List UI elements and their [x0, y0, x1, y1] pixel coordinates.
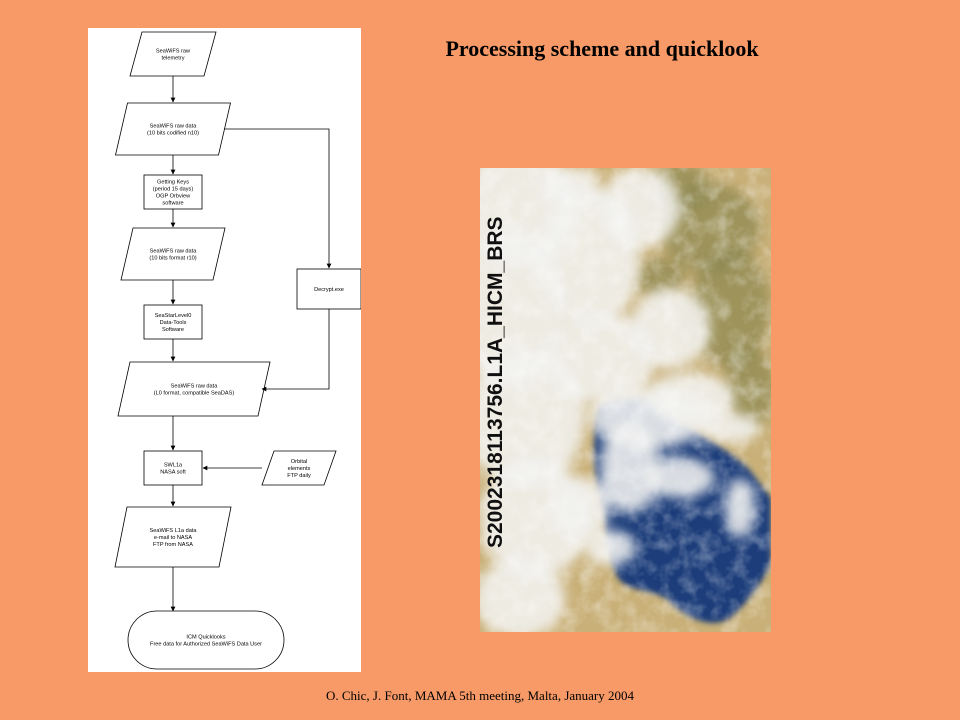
flow-node-l1a-data [114, 506, 232, 568]
flow-node-l1a-data-label: SeaWiFS L1a data [150, 528, 198, 534]
flow-node-raw-telemetry-label: SeaWiFS raw [156, 49, 191, 55]
flow-node-raw-data-r10-label: SeaWiFS raw data [150, 249, 198, 255]
flow-node-icm-quicklooks [127, 610, 285, 670]
flow-node-seastar-level0-label: SeaStarLevel0 [155, 313, 192, 319]
flow-node-raw-data-n10 [114, 102, 232, 156]
flow-node-decrypt [296, 268, 361, 310]
flow-node-getting-keys-label: software [162, 201, 183, 207]
flow-node-orbital-elements [261, 450, 337, 486]
flow-node-getting-keys-label: OGP Orbview [156, 194, 191, 200]
flow-node-seastar-level0-label: Software [162, 327, 184, 333]
flow-node-raw-data-n10-label: (10 bits codified n10) [147, 131, 199, 137]
quicklook-picture [480, 168, 771, 632]
flow-node-raw-data-l0-label: (L0 format, compatible SeaDAS) [154, 391, 235, 397]
flow-node-getting-keys [143, 174, 203, 210]
flow-node-l1a-data-label: e-mail to NASA [154, 535, 193, 541]
flow-node-icm-quicklooks-label: Free data for Authorized SeaWiFS Data Us… [150, 642, 262, 648]
flow-node-getting-keys-label: (period 15 days) [153, 187, 194, 193]
flow-node-icm-quicklooks-label: ICM Quicklooks [186, 635, 225, 641]
slide-title: Processing scheme and quicklook [445, 36, 759, 61]
flow-node-raw-data-l0-label: SeaWiFS raw data [171, 384, 219, 390]
flow-node-raw-data-l0 [117, 361, 271, 417]
flow-node-orbital-elements-label: FTP daily [287, 473, 311, 479]
flow-arrow [261, 309, 330, 392]
flow-node-swl1a-label: NASA soft [160, 470, 186, 476]
flow-node-raw-data-r10-label: (10 bits format r10) [149, 256, 196, 262]
flow-node-decrypt-label: Decrypt.exe [314, 287, 344, 293]
satellite-quicklook-image [480, 168, 771, 632]
flow-node-raw-telemetry [129, 31, 217, 77]
flow-node-seastar-level0-label: Data-Tools [160, 320, 187, 326]
quicklook-filename-label: S2002318113756.L1A_HICM_BRS [484, 216, 507, 548]
flow-node-raw-data-n10-label: SeaWiFS raw data [150, 124, 198, 130]
footer-credit: O. Chic, J. Font, MAMA 5th meeting, Malt… [325, 688, 634, 703]
flow-arrow [224, 128, 332, 269]
flow-node-getting-keys-label: Getting Keys [157, 180, 189, 186]
flow-node-l1a-data-label: FTP from NASA [153, 542, 193, 548]
flow-node-orbital-elements-label: elements [288, 466, 311, 472]
flow-node-raw-telemetry-label: telemetry [161, 56, 184, 62]
flow-node-swl1a-label: SWL1a [164, 463, 183, 469]
flow-node-swl1a [143, 450, 203, 486]
flow-node-seastar-level0 [143, 304, 203, 340]
flow-node-raw-data-r10 [120, 227, 226, 281]
flow-node-orbital-elements-label: Orbital [291, 459, 307, 465]
